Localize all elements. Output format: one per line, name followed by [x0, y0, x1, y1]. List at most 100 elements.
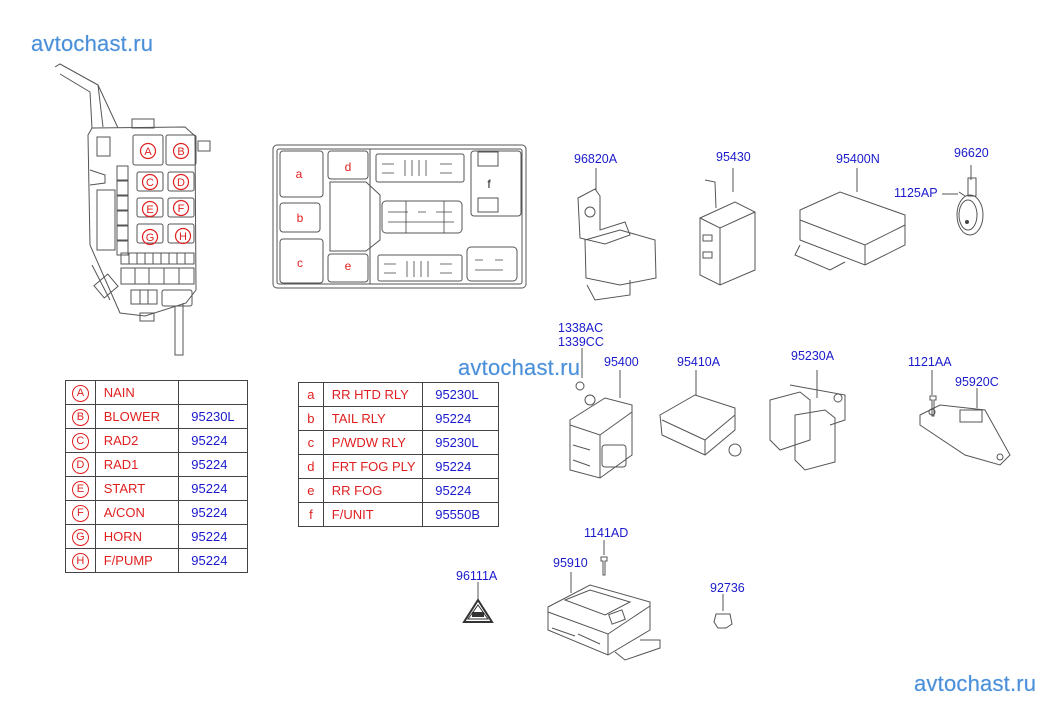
drawing-stroke [704, 179, 717, 209]
table-row: E START 95224 [65, 476, 248, 501]
drawing-stroke [958, 199, 978, 231]
drawing-stroke [794, 409, 836, 471]
legend-part[interactable]: 95224 [422, 478, 499, 503]
part-92736-drawing [713, 594, 733, 629]
legend-part[interactable]: 95224 [178, 548, 248, 573]
legend-main-table: A NAIN B BLOWER 95230L C RAD2 95224 D RA… [65, 380, 248, 573]
part-label-95400[interactable]: 95400 [604, 355, 639, 369]
slot-label: H [179, 231, 187, 243]
drawing-stroke [601, 444, 627, 468]
table-row: C RAD2 95224 [65, 428, 248, 453]
drawing-stroke [96, 136, 111, 157]
part-95920C-drawing [919, 388, 1011, 466]
part-label-1141AD[interactable]: 1141AD [584, 526, 629, 540]
part-95410A-drawing [659, 370, 742, 457]
drawing-stroke [54, 63, 104, 128]
drawing-stroke [547, 605, 651, 655]
legend-name: TAIL RLY [322, 406, 424, 431]
legend-key: D [71, 456, 89, 474]
legend-part[interactable] [178, 380, 248, 405]
drawing-stroke [167, 171, 195, 192]
part-label-92736[interactable]: 92736 [710, 581, 745, 595]
legend-part[interactable]: 95550B [422, 502, 499, 527]
part-label-96111A[interactable]: 96111A [456, 569, 498, 583]
slot-label: C [146, 177, 154, 189]
legend-part[interactable]: 95224 [178, 476, 248, 501]
drawing-stroke [956, 194, 984, 236]
legend-key: H [71, 552, 89, 570]
drawing-stroke [116, 195, 129, 211]
legend-part[interactable]: 95230L [178, 404, 248, 429]
part-label-95400N[interactable]: 95400N [836, 152, 880, 166]
watermark-middle: avtochast.ru [458, 355, 581, 380]
drawing-stroke [128, 253, 186, 264]
part-label-95910[interactable]: 95910 [553, 556, 588, 570]
drawing-stroke [89, 169, 106, 186]
fuse-slot-labels: A B C D E F G H [139, 142, 192, 246]
drawing-stroke [132, 134, 164, 166]
drawing-stroke [93, 273, 119, 299]
legend-part[interactable]: 95224 [422, 406, 499, 431]
part-label-95430[interactable]: 95430 [716, 150, 751, 164]
drawing-stroke [996, 453, 1004, 461]
part-label-96620[interactable]: 96620 [954, 146, 989, 160]
legend-name: FRT FOG PLY [322, 454, 424, 479]
drawing-stroke [475, 259, 503, 271]
drawing-stroke [699, 201, 756, 286]
drawing-stroke [329, 181, 381, 252]
drawing-stroke [584, 229, 657, 286]
part-label-95920C[interactable]: 95920C [955, 375, 999, 389]
part-label-1339CC[interactable]: 1339CC [558, 335, 604, 349]
drawing-stroke [136, 223, 164, 244]
table-row: A NAIN [65, 380, 248, 405]
drawing-stroke [584, 206, 596, 218]
drawing-stroke [959, 409, 983, 423]
main-fuse-box: A B C D E F G H [54, 63, 211, 356]
drawing-stroke [967, 177, 977, 197]
relay-slot-label: e [345, 259, 352, 273]
slot-label: F [178, 203, 185, 215]
drawing-stroke [116, 165, 129, 181]
slot-label: A [144, 146, 152, 158]
watermark-bottom-right: avtochast.ru [914, 671, 1037, 696]
legend-key: G [71, 528, 89, 546]
part-label-1121AA[interactable]: 1121AA [908, 355, 952, 369]
legend-name: HORN [94, 524, 180, 549]
legend-part[interactable]: 95230L [422, 430, 499, 455]
drawing-stroke [799, 219, 906, 265]
legend-key: B [71, 408, 89, 426]
drawing-stroke [91, 264, 111, 301]
drawing-stroke [569, 397, 633, 479]
drawing-stroke [569, 411, 633, 478]
drawing-stroke [833, 393, 843, 403]
part-label-95410A[interactable]: 95410A [677, 355, 721, 369]
drawing-stroke [141, 200, 159, 218]
legend-name: RR HTD RLY [322, 382, 424, 407]
legend-part[interactable]: 95224 [422, 454, 499, 479]
drawing-stroke [575, 381, 585, 391]
part-label-95230A[interactable]: 95230A [791, 349, 835, 363]
drawing-stroke [794, 244, 846, 271]
legend-part[interactable]: 95224 [178, 524, 248, 549]
drawing-stroke [477, 197, 499, 213]
relay-slot-label: c [297, 256, 303, 270]
drawing-stroke [161, 289, 193, 307]
table-row: D RAD1 95224 [65, 452, 248, 477]
slot-label: G [146, 232, 155, 244]
part-label-1338AC[interactable]: 1338AC [558, 321, 604, 335]
slot-a-circle [139, 142, 157, 160]
part-label-1125AP[interactable]: 1125AP [894, 186, 938, 200]
part-label-96820A[interactable]: 96820A [574, 152, 618, 166]
table-row: G HORN 95224 [65, 524, 248, 549]
legend-part[interactable]: 95224 [178, 428, 248, 453]
drawing-stroke [919, 404, 1011, 466]
drawing-stroke [384, 261, 452, 277]
part-96111A-drawing [462, 582, 494, 623]
legend-part[interactable]: 95230L [422, 382, 499, 407]
legend-name: RR FOG [322, 478, 424, 503]
part-95400-drawing [569, 370, 633, 479]
legend-part[interactable]: 95224 [178, 452, 248, 477]
legend-name: BLOWER [94, 404, 180, 429]
legend-part[interactable]: 95224 [178, 500, 248, 525]
drawing-stroke [470, 150, 522, 217]
